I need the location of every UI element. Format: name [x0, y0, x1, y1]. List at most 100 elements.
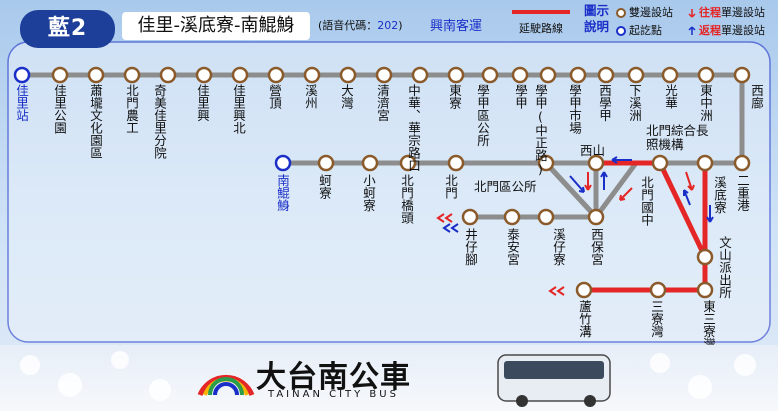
- stop-label-xuejia: 學甲: [513, 84, 528, 109]
- arrow-west-red-icon: [436, 213, 453, 223]
- stop-label-xishan: 西山: [580, 143, 606, 158]
- stop-label-xizailiao: 溪仔寮: [551, 228, 566, 266]
- stop-marker: [361, 154, 379, 172]
- voice-code: (語音代碼：202): [318, 17, 403, 33]
- blossom-pattern: [20, 351, 756, 401]
- stop-label-beimen: 北門: [443, 174, 458, 199]
- arrow-down-icon: [584, 172, 592, 191]
- stop-label-nankunshen: 南鯤鯓: [275, 174, 290, 212]
- stop-label-dawan: 大灣: [339, 84, 354, 109]
- logo-text: 大台南公車: [256, 360, 411, 395]
- legend-extension-label: 延駛路線: [519, 22, 563, 35]
- footer-band: [0, 345, 778, 411]
- stop-label-dongliao: 東寮: [447, 84, 462, 109]
- legend-return: 返程單邊設站: [688, 22, 765, 38]
- stop-marker: [696, 281, 714, 299]
- logo-emblem-icon: [197, 374, 255, 397]
- stop-label-tai-an: 泰安宮: [505, 228, 520, 266]
- route-title: 佳里-溪底寮-南鯤鯓: [122, 12, 310, 40]
- arrow-diag2-icon: [619, 187, 633, 201]
- stop-marker: [733, 66, 751, 84]
- stop-marker: [587, 208, 605, 226]
- stop-marker: [339, 66, 357, 84]
- bus-icon: [497, 354, 611, 407]
- return-arrow-icon: [688, 26, 696, 35]
- stop-marker: [51, 66, 69, 84]
- stop-label-xuejia-zhongzheng: 學甲(中正路): [533, 84, 548, 177]
- stop-marker: [503, 208, 521, 226]
- stop-label-xidiliao: 溪底寮: [712, 176, 727, 214]
- voice-code-label: (語音代碼：: [318, 19, 378, 32]
- route-badge: [20, 10, 115, 48]
- terminal-dot-icon: [616, 26, 626, 36]
- stop-label-haliao: 蚵寮: [317, 174, 332, 199]
- arrow-west-blue-icon: [442, 223, 459, 233]
- stop-marker: [575, 281, 593, 299]
- voice-code-value: 202: [377, 19, 399, 32]
- stop-marker: [303, 66, 321, 84]
- stop-marker: [537, 154, 555, 172]
- stop-label-xiaxizhou: 下溪洲: [627, 84, 642, 122]
- stop-marker: [697, 66, 715, 84]
- stop-marker: [661, 66, 679, 84]
- arrow-up-icon: [600, 171, 608, 190]
- stop-label-sanliaowan: 三寮灣: [649, 300, 664, 338]
- stop-marker: [123, 66, 141, 84]
- footer-decoration: [20, 351, 756, 407]
- extension-line-swatch: [512, 10, 570, 14]
- stop-label-beimen-bridge: 北門橋頭: [399, 174, 414, 224]
- stop-label-wenshan-police: 文山派出所: [717, 236, 732, 299]
- stop-label-jialixing-north: 佳里興北: [231, 84, 246, 134]
- stop-label-qimei: 奇美佳里分院: [152, 84, 167, 159]
- stop-marker: [87, 66, 105, 84]
- stop-label-beimen-high: 北門國中: [639, 176, 654, 226]
- stop-label-luzhuogou: 蘆竹溝: [577, 300, 592, 338]
- voice-code-close: ): [398, 19, 403, 32]
- stop-marker: [231, 66, 249, 84]
- stop-label-jialixing: 佳里興: [195, 84, 210, 122]
- arrow-diag-icon: [569, 175, 585, 193]
- arrow-west-red2-icon: [548, 286, 565, 296]
- terminal-stop-marker: [13, 66, 31, 84]
- extension-line-2: [657, 161, 708, 259]
- operator-name: 興南客運: [430, 19, 483, 34]
- stop-marker: [696, 248, 714, 266]
- legend-terminal: 起訖點: [616, 22, 662, 38]
- stop-marker: [733, 154, 751, 172]
- stop-label-jingzijiao: 井仔腳: [463, 228, 478, 266]
- stop-marker: [317, 154, 335, 172]
- terminal-stop-marker: [274, 154, 292, 172]
- branch-diagonal2-line: [593, 161, 639, 219]
- stop-label-beimen-office: 北門區公所: [474, 179, 537, 194]
- stop-marker: [195, 66, 213, 84]
- stop-marker: [399, 154, 417, 172]
- legend-title: 圖示說明: [584, 3, 610, 34]
- stop-label-xiaohaliao: 小蚵寮: [361, 174, 376, 212]
- stop-label-xuejia-office: 學甲區公所: [475, 84, 490, 147]
- stop-label-jiali-park: 佳里公園: [52, 84, 67, 134]
- stop-marker: [696, 154, 714, 172]
- stop-label-yingding: 營頂: [267, 84, 282, 109]
- logo-english: TAINAN CITY BUS: [268, 389, 399, 400]
- stop-marker: [411, 66, 429, 84]
- stop-marker: [569, 66, 587, 84]
- stop-marker: [537, 208, 555, 226]
- stop-marker: [447, 66, 465, 84]
- stop-label-dongzhongzhou: 東中洲: [698, 84, 713, 122]
- stop-marker: [511, 66, 529, 84]
- arrow-left-icon: [611, 156, 632, 164]
- stop-marker: [627, 66, 645, 84]
- stop-markers: [13, 66, 751, 299]
- stop-marker: [597, 66, 615, 84]
- legend-extension: 延駛路線: [508, 6, 574, 35]
- stop-marker: [651, 154, 669, 172]
- legend-outbound: 往程單邊設站: [688, 4, 765, 20]
- arrow-ext-down-icon: [685, 171, 695, 191]
- stop-label-zhonghua: 中華、華宗路口: [406, 84, 421, 172]
- stop-label-beimen-agri: 北門農工: [124, 84, 139, 134]
- stop-marker: [649, 281, 667, 299]
- route-number: 藍2: [47, 16, 88, 41]
- stop-label-xiliao: 西廍: [749, 84, 764, 109]
